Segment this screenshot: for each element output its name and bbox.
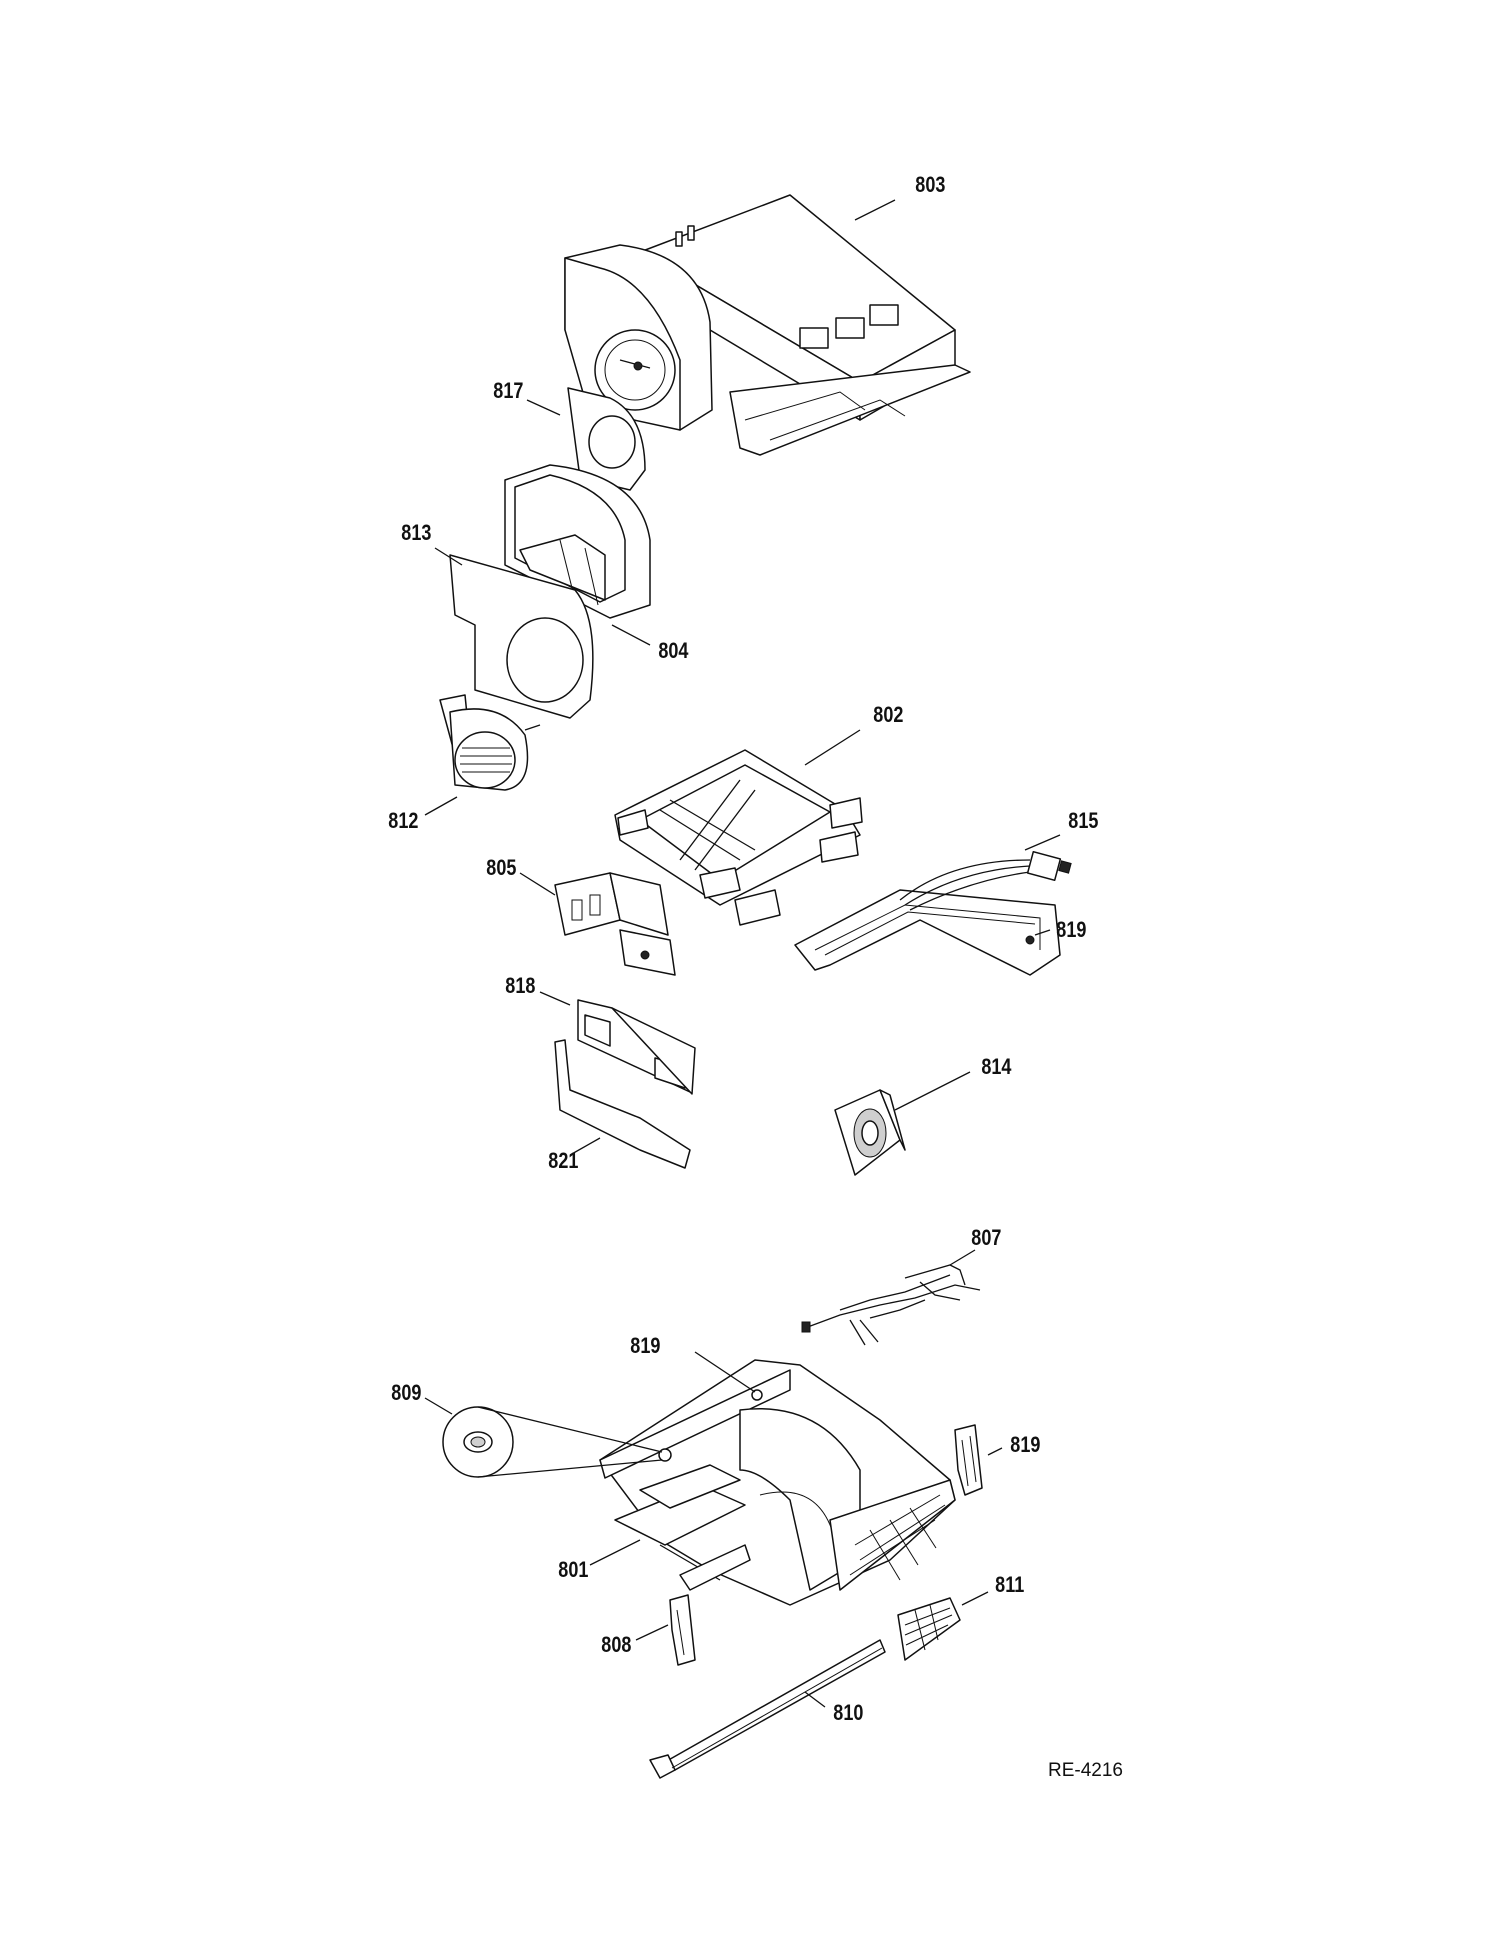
callout-821: 821 — [548, 1149, 578, 1173]
part-802-frame — [614, 749, 863, 926]
part-804-duct — [504, 464, 651, 619]
part-801-housing — [599, 1359, 956, 1606]
part-803-housing — [564, 194, 971, 456]
callout-808: 808 — [601, 1633, 631, 1657]
leader-815 — [1024, 834, 1061, 851]
leader-810 — [804, 1691, 826, 1708]
leader-812 — [424, 796, 458, 816]
callout-807: 807 — [971, 1226, 1001, 1250]
leader-819b — [694, 1351, 756, 1393]
part-814-fan — [834, 1089, 906, 1176]
leader-802 — [804, 729, 861, 766]
part-809-clip — [954, 1424, 983, 1496]
leader-819a — [1034, 929, 1051, 936]
leader-813 — [434, 547, 463, 566]
callout-813: 813 — [401, 521, 431, 545]
callout-819b: 819 — [630, 1334, 660, 1358]
part-805-damper — [554, 872, 676, 976]
callout-811: 811 — [995, 1573, 1024, 1597]
part-815-heater — [794, 851, 1072, 976]
callout-818: 818 — [505, 974, 535, 998]
callout-814: 814 — [981, 1055, 1012, 1079]
leader-801 — [589, 1539, 641, 1566]
leader-805 — [519, 872, 556, 896]
callout-802: 802 — [873, 703, 903, 727]
callout-815: 815 — [1068, 809, 1098, 833]
part-821-strip — [554, 1039, 691, 1169]
leader-803 — [854, 199, 896, 221]
leader-818 — [539, 991, 571, 1006]
leader-808 — [635, 1624, 669, 1641]
callout-812: 812 — [388, 809, 418, 833]
part-808-clip — [669, 1594, 696, 1666]
part-807-harness — [801, 1264, 981, 1346]
leader-804 — [611, 624, 651, 646]
reference-code: RE-4216 — [1048, 1760, 1123, 1781]
callout-819a: 819 — [1056, 918, 1086, 942]
part-818-gasket — [577, 999, 696, 1095]
callout-805: 805 — [486, 856, 516, 880]
leader-821 — [569, 1137, 601, 1156]
callout-810: 810 — [833, 1701, 863, 1725]
leader-811 — [961, 1591, 989, 1606]
part-811-grille — [897, 1597, 961, 1661]
part-810-trim — [649, 1639, 886, 1779]
part-812-shroud — [439, 694, 541, 791]
leader-817 — [526, 399, 561, 416]
callout-817: 817 — [493, 379, 523, 403]
part-813-plate — [449, 554, 594, 719]
callout-819c: 809 — [391, 1381, 421, 1405]
callout-803: 803 — [915, 173, 945, 197]
part-817-gasket — [567, 387, 646, 491]
part-819-fastener-detail — [442, 1406, 663, 1478]
leader-819c — [424, 1397, 453, 1415]
callout-804: 804 — [658, 639, 689, 663]
callout-809: 819 — [1010, 1433, 1040, 1457]
leader-807 — [949, 1249, 976, 1266]
leader-814 — [894, 1071, 971, 1111]
leader-809 — [987, 1447, 1003, 1456]
callout-801: 801 — [558, 1558, 588, 1582]
